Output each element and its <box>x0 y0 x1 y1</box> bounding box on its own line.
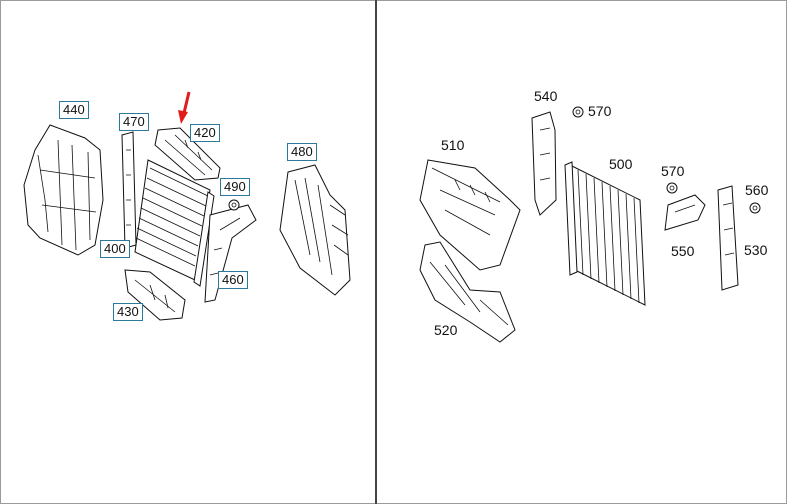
part-510-upper-duct <box>419 159 521 271</box>
part-550-bracket <box>664 194 706 231</box>
label-550: 550 <box>671 243 695 259</box>
part-500-radiator <box>564 161 646 306</box>
callout-490[interactable]: 490 <box>220 178 250 196</box>
part-480-side-duct <box>279 164 351 296</box>
part-440-air-duct <box>23 124 104 256</box>
indicator-arrow <box>178 91 191 124</box>
label-560: 560 <box>745 182 769 198</box>
callout-420[interactable]: 420 <box>190 124 220 142</box>
part-520-lower-duct <box>419 241 516 343</box>
part-540-bracket <box>531 111 557 216</box>
label-520: 520 <box>434 322 458 338</box>
panel-divider <box>375 0 377 504</box>
callout-480[interactable]: 480 <box>287 143 317 161</box>
callout-460[interactable]: 460 <box>218 271 248 289</box>
part-530-bracket <box>717 185 739 291</box>
part-570-nut-top <box>572 106 584 118</box>
part-470-bracket <box>121 131 137 249</box>
callout-440[interactable]: 440 <box>59 101 89 119</box>
part-570-nut-right <box>666 182 678 194</box>
label-530: 530 <box>744 242 768 258</box>
callout-400[interactable]: 400 <box>100 240 130 258</box>
part-460-support <box>204 204 257 303</box>
label-570-top: 570 <box>588 103 612 119</box>
label-540: 540 <box>534 88 558 104</box>
callout-470[interactable]: 470 <box>119 113 149 131</box>
part-560-nut <box>749 202 761 214</box>
label-500: 500 <box>609 156 633 172</box>
callout-430[interactable]: 430 <box>113 303 143 321</box>
part-430-lower-bracket <box>124 269 186 321</box>
part-400-radiator <box>134 159 215 287</box>
part-490-nut <box>228 199 240 211</box>
label-570-right: 570 <box>661 163 685 179</box>
label-510: 510 <box>441 137 465 153</box>
part-420-top-cover <box>154 127 221 181</box>
